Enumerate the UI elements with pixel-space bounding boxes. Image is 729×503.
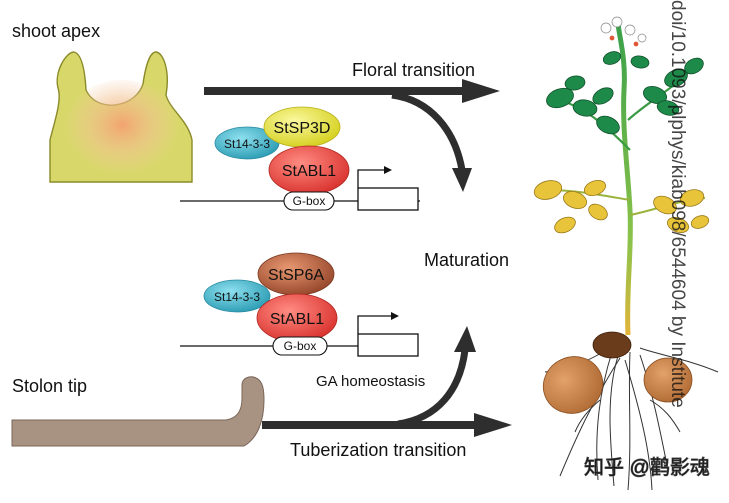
floral-transition-label: Floral transition	[352, 60, 475, 80]
maturation-arrow-top	[391, 91, 472, 192]
stabl1-label-top: StABL1	[282, 163, 336, 180]
potato-plant-illustration	[533, 16, 719, 491]
g-box-top	[283, 191, 335, 211]
maturation-label: Maturation	[424, 250, 509, 270]
shoot-apex-illustration	[49, 51, 193, 183]
shoot-apex-label: shoot apex	[12, 21, 100, 41]
tuberization-transition-label: Tuberization transition	[290, 440, 466, 460]
st14-3-3-protein-bottom	[203, 279, 271, 313]
stabl1-label-bottom: StABL1	[270, 311, 324, 328]
complex-top: St14-3-3 StSP3D StABL1 G-box	[180, 106, 420, 211]
stsp6a-label: StSP6A	[268, 267, 324, 284]
watermark-vertical-text: doi/10.1093/plphys/kiab098/6544604 by In…	[667, 0, 688, 408]
watermark-bottom-text: 知乎 @鹳影魂	[584, 456, 710, 479]
complex-bottom: St14-3-3 StSP6A StABL1 G-box	[180, 252, 419, 357]
g-box-label-bottom: G-box	[284, 339, 317, 353]
ga-homeostasis-label: GA homeostasis	[316, 373, 425, 390]
st14-3-3-label-bottom: St14-3-3	[214, 290, 260, 304]
g-box-bottom	[272, 336, 328, 356]
tuberization-arrow	[262, 413, 512, 437]
st14-3-3-label-top: St14-3-3	[224, 137, 270, 151]
floral-transition-arrow	[204, 79, 500, 103]
stolon-tip-label: Stolon tip	[12, 376, 87, 396]
g-box-label-top: G-box	[293, 194, 326, 208]
stsp3d-label: StSP3D	[274, 120, 331, 137]
stolon-illustration	[11, 376, 265, 447]
